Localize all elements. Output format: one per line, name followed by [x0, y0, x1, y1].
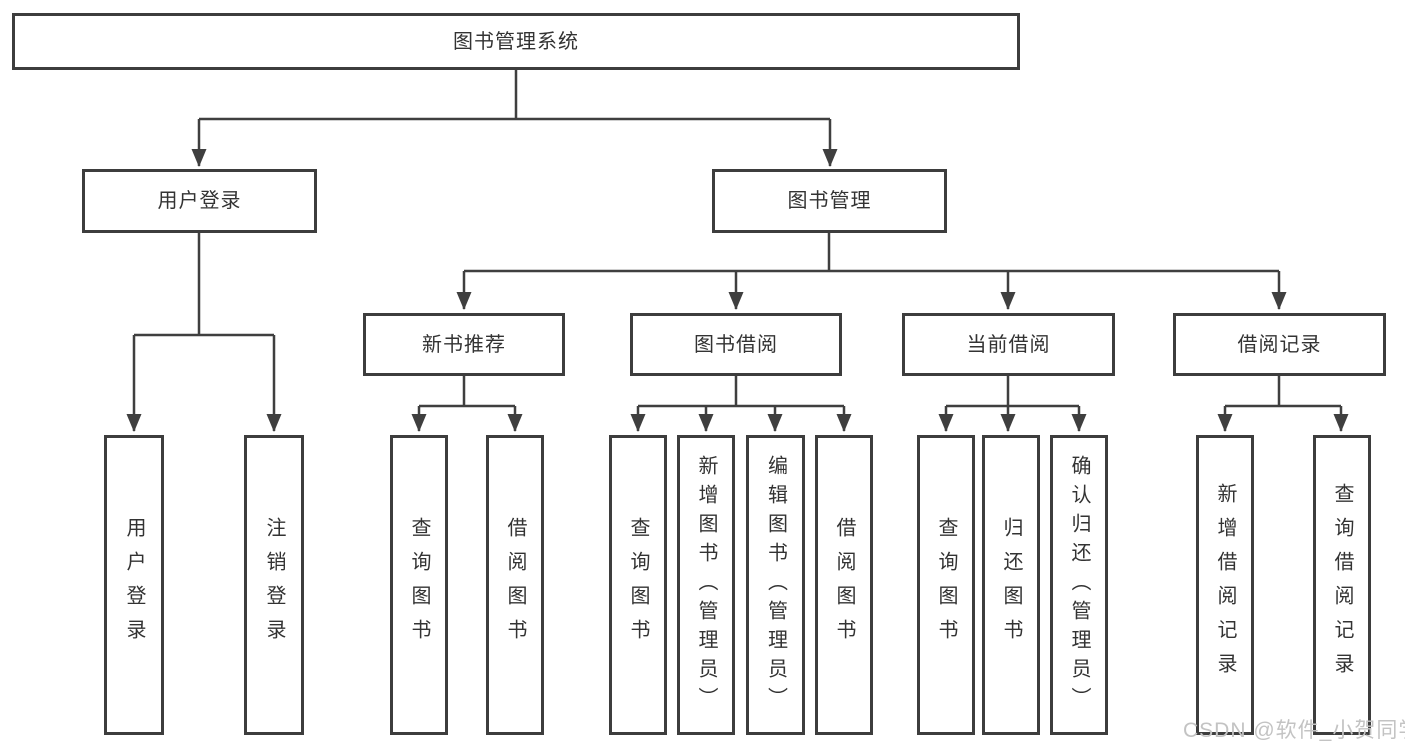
leaf-add-borrow-record: 新增借阅记录 — [1196, 435, 1254, 735]
leaf-add-book-admin: 新增图书（管理员） — [677, 435, 735, 735]
node-label: 查询借阅记录 — [1331, 483, 1353, 687]
node-label: 当前借阅 — [966, 333, 1051, 356]
leaf-query-books-current: 查询图书 — [917, 435, 975, 735]
node-label: 确认归还（管理员） — [1068, 454, 1090, 716]
node-label: 查询图书 — [408, 517, 430, 653]
node-book-management: 图书管理 — [712, 169, 947, 233]
node-current-borrow: 当前借阅 — [902, 313, 1115, 376]
leaf-user-login: 用户登录 — [104, 435, 164, 735]
node-new-book-recommend: 新书推荐 — [363, 313, 565, 376]
node-label: 用户登录 — [123, 517, 145, 653]
node-label: 新书推荐 — [422, 333, 506, 356]
node-label: 查询图书 — [935, 517, 957, 653]
node-label: 新增借阅记录 — [1214, 483, 1236, 687]
leaf-edit-book-admin: 编辑图书（管理员） — [746, 435, 805, 735]
leaf-borrow-books-recommend: 借阅图书 — [486, 435, 544, 735]
node-book-borrow: 图书借阅 — [630, 313, 842, 376]
leaf-borrow-books: 借阅图书 — [815, 435, 873, 735]
node-label: 用户登录 — [157, 190, 242, 212]
node-label: 借阅图书 — [833, 517, 855, 653]
csdn-watermark: CSDN @软件_小贺同学 — [1183, 719, 1405, 742]
node-label: 借阅图书 — [504, 517, 526, 653]
leaf-query-borrow-record: 查询借阅记录 — [1313, 435, 1371, 735]
node-label: 图书管理系统 — [453, 30, 579, 53]
node-label: 图书管理 — [787, 190, 872, 212]
node-library-system: 图书管理系统 — [12, 13, 1020, 70]
leaf-query-books-borrow: 查询图书 — [609, 435, 667, 735]
node-user-login: 用户登录 — [82, 169, 317, 233]
node-label: 注销登录 — [263, 517, 285, 653]
node-label: 归还图书 — [1000, 517, 1022, 653]
leaf-confirm-return-admin: 确认归还（管理员） — [1050, 435, 1108, 735]
node-borrow-records: 借阅记录 — [1173, 313, 1386, 376]
leaf-logout: 注销登录 — [244, 435, 304, 735]
node-label: 编辑图书（管理员） — [764, 454, 787, 716]
leaf-query-books-recommend: 查询图书 — [390, 435, 448, 735]
node-label: 图书借阅 — [694, 333, 778, 356]
leaf-return-book: 归还图书 — [982, 435, 1040, 735]
node-label: 借阅记录 — [1237, 333, 1322, 356]
node-label: 新增图书（管理员） — [695, 454, 717, 716]
node-label: 查询图书 — [627, 517, 649, 653]
